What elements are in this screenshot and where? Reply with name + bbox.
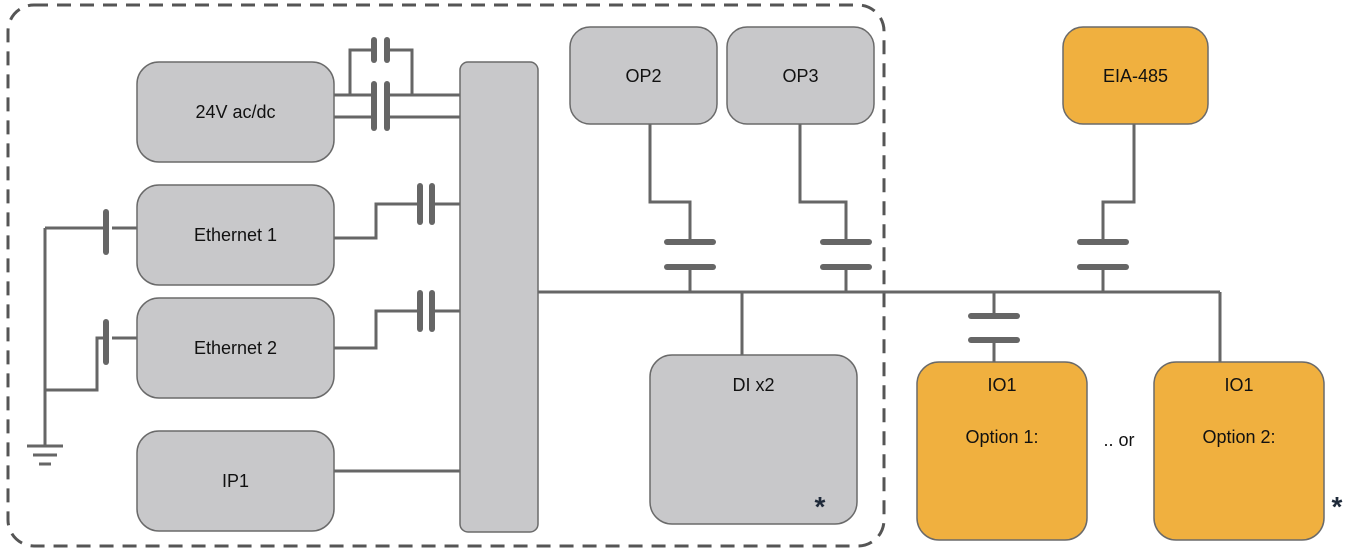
ethernet-1-block: Ethernet 1 — [136, 184, 335, 286]
ethernet-2-cap — [417, 290, 435, 332]
op3-label: OP3 — [782, 66, 818, 86]
wiring — [43, 48, 1222, 473]
eia485-cap — [1077, 239, 1129, 270]
op2-block: OP2 — [569, 26, 718, 125]
io1-option2-sub: Option 2: — [1202, 427, 1275, 447]
ip1-block: IP1 — [136, 430, 335, 532]
di-block: DI x2 * — [649, 354, 858, 525]
op2-cap — [664, 239, 716, 270]
ethernet-2-label: Ethernet 2 — [194, 338, 277, 358]
io1-footnote-mark: * — [1332, 491, 1343, 522]
power-caps — [371, 37, 390, 131]
ground-icon — [27, 444, 63, 466]
eia485-label: EIA-485 — [1103, 66, 1168, 86]
or-connector-text: .. or — [1103, 430, 1134, 450]
unit-boundary — [6, 3, 886, 548]
power-label: 24V ac/dc — [195, 102, 275, 122]
op3-block: OP3 — [726, 26, 875, 125]
io1-option2-block: IO1 Option 2: — [1153, 361, 1325, 541]
ip1-label: IP1 — [222, 471, 249, 491]
io1-option1-sub: Option 1: — [965, 427, 1038, 447]
ethernet-1-label: Ethernet 1 — [194, 225, 277, 245]
di-label: DI x2 — [732, 375, 774, 395]
internal-bus-bar — [459, 61, 539, 533]
power-block: 24V ac/dc — [136, 61, 335, 163]
op2-label: OP2 — [625, 66, 661, 86]
eia485-block: EIA-485 — [1062, 26, 1209, 125]
ethernet-1-cap — [417, 183, 435, 225]
ethernet-2-block: Ethernet 2 — [136, 297, 335, 399]
op3-cap — [820, 239, 872, 270]
io1-option1-cap — [968, 313, 1020, 343]
di-footnote-mark: * — [815, 491, 826, 522]
io1-option1-title: IO1 — [987, 375, 1016, 395]
io1-option1-block: IO1 Option 1: — [916, 361, 1088, 541]
io1-option2-title: IO1 — [1224, 375, 1253, 395]
